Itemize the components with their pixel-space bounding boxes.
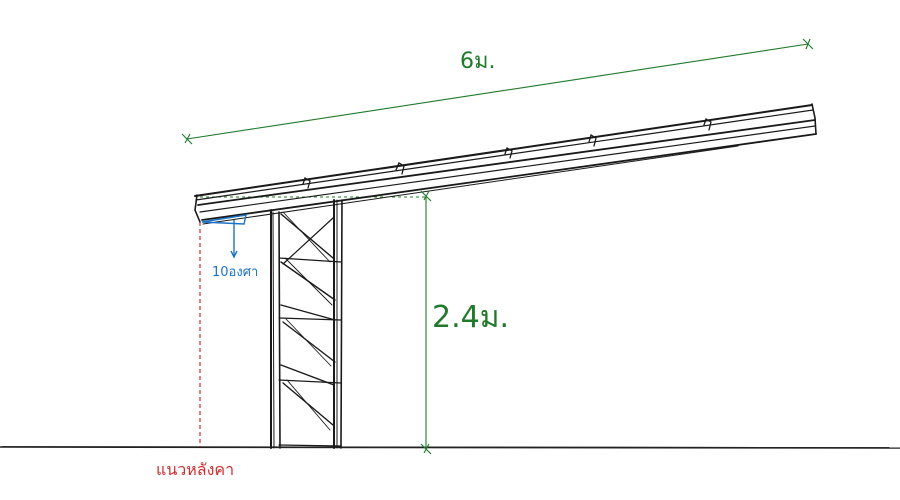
slope-label: 10องศา bbox=[212, 265, 258, 280]
height-dimension bbox=[420, 190, 432, 455]
roof-beam bbox=[194, 103, 817, 225]
slope-indicator bbox=[201, 214, 247, 259]
roof-edge-label: แนวหลังคา bbox=[156, 460, 234, 479]
ground-line bbox=[0, 446, 900, 449]
length-dimension bbox=[181, 38, 814, 145]
support-column bbox=[270, 199, 343, 449]
length-label: 6ม. bbox=[460, 49, 496, 74]
height-label: 2.4ม. bbox=[432, 300, 509, 335]
